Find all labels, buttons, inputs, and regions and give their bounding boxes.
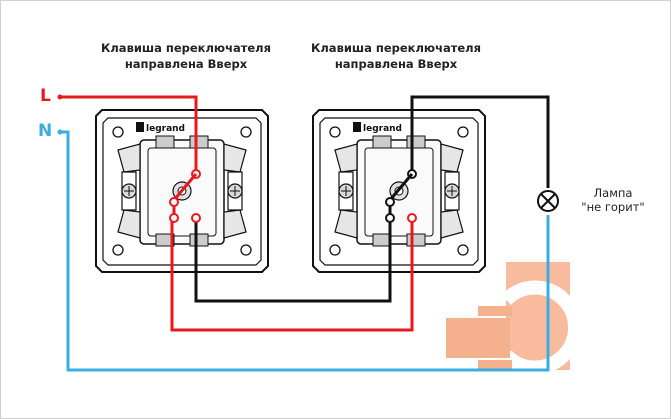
plug-watermark-icon xyxy=(446,262,582,375)
caption-right: Клавиша переключателя направлена Вверх xyxy=(306,40,486,72)
lamp-label-line1: Лампа xyxy=(593,186,633,200)
neutral-wire xyxy=(60,130,550,372)
switch-right-contacts xyxy=(385,142,417,223)
neutral-terminal-label: N xyxy=(38,121,53,141)
live-terminal-dot xyxy=(57,94,63,100)
live-wire xyxy=(60,95,198,142)
traveler-black-wire xyxy=(194,222,392,303)
lamp-label: Лампа "не горит" xyxy=(568,186,658,214)
lamp-feed-wire xyxy=(410,95,550,188)
caption-right-line2: направлена Вверх xyxy=(334,57,458,71)
caption-left: Клавиша переключателя направлена Вверх xyxy=(96,40,276,72)
neutral-terminal-dot xyxy=(57,129,63,135)
caption-right-line1: Клавиша переключателя xyxy=(310,41,481,55)
switch-left-contacts xyxy=(169,142,201,223)
traveler-red-wire xyxy=(170,222,414,332)
lamp-label-line2: "не горит" xyxy=(581,200,645,214)
caption-left-line2: направлена Вверх xyxy=(124,57,248,71)
live-terminal-label: L xyxy=(40,86,51,106)
caption-left-line1: Клавиша переключателя xyxy=(100,41,271,55)
lamp-icon xyxy=(537,190,559,212)
